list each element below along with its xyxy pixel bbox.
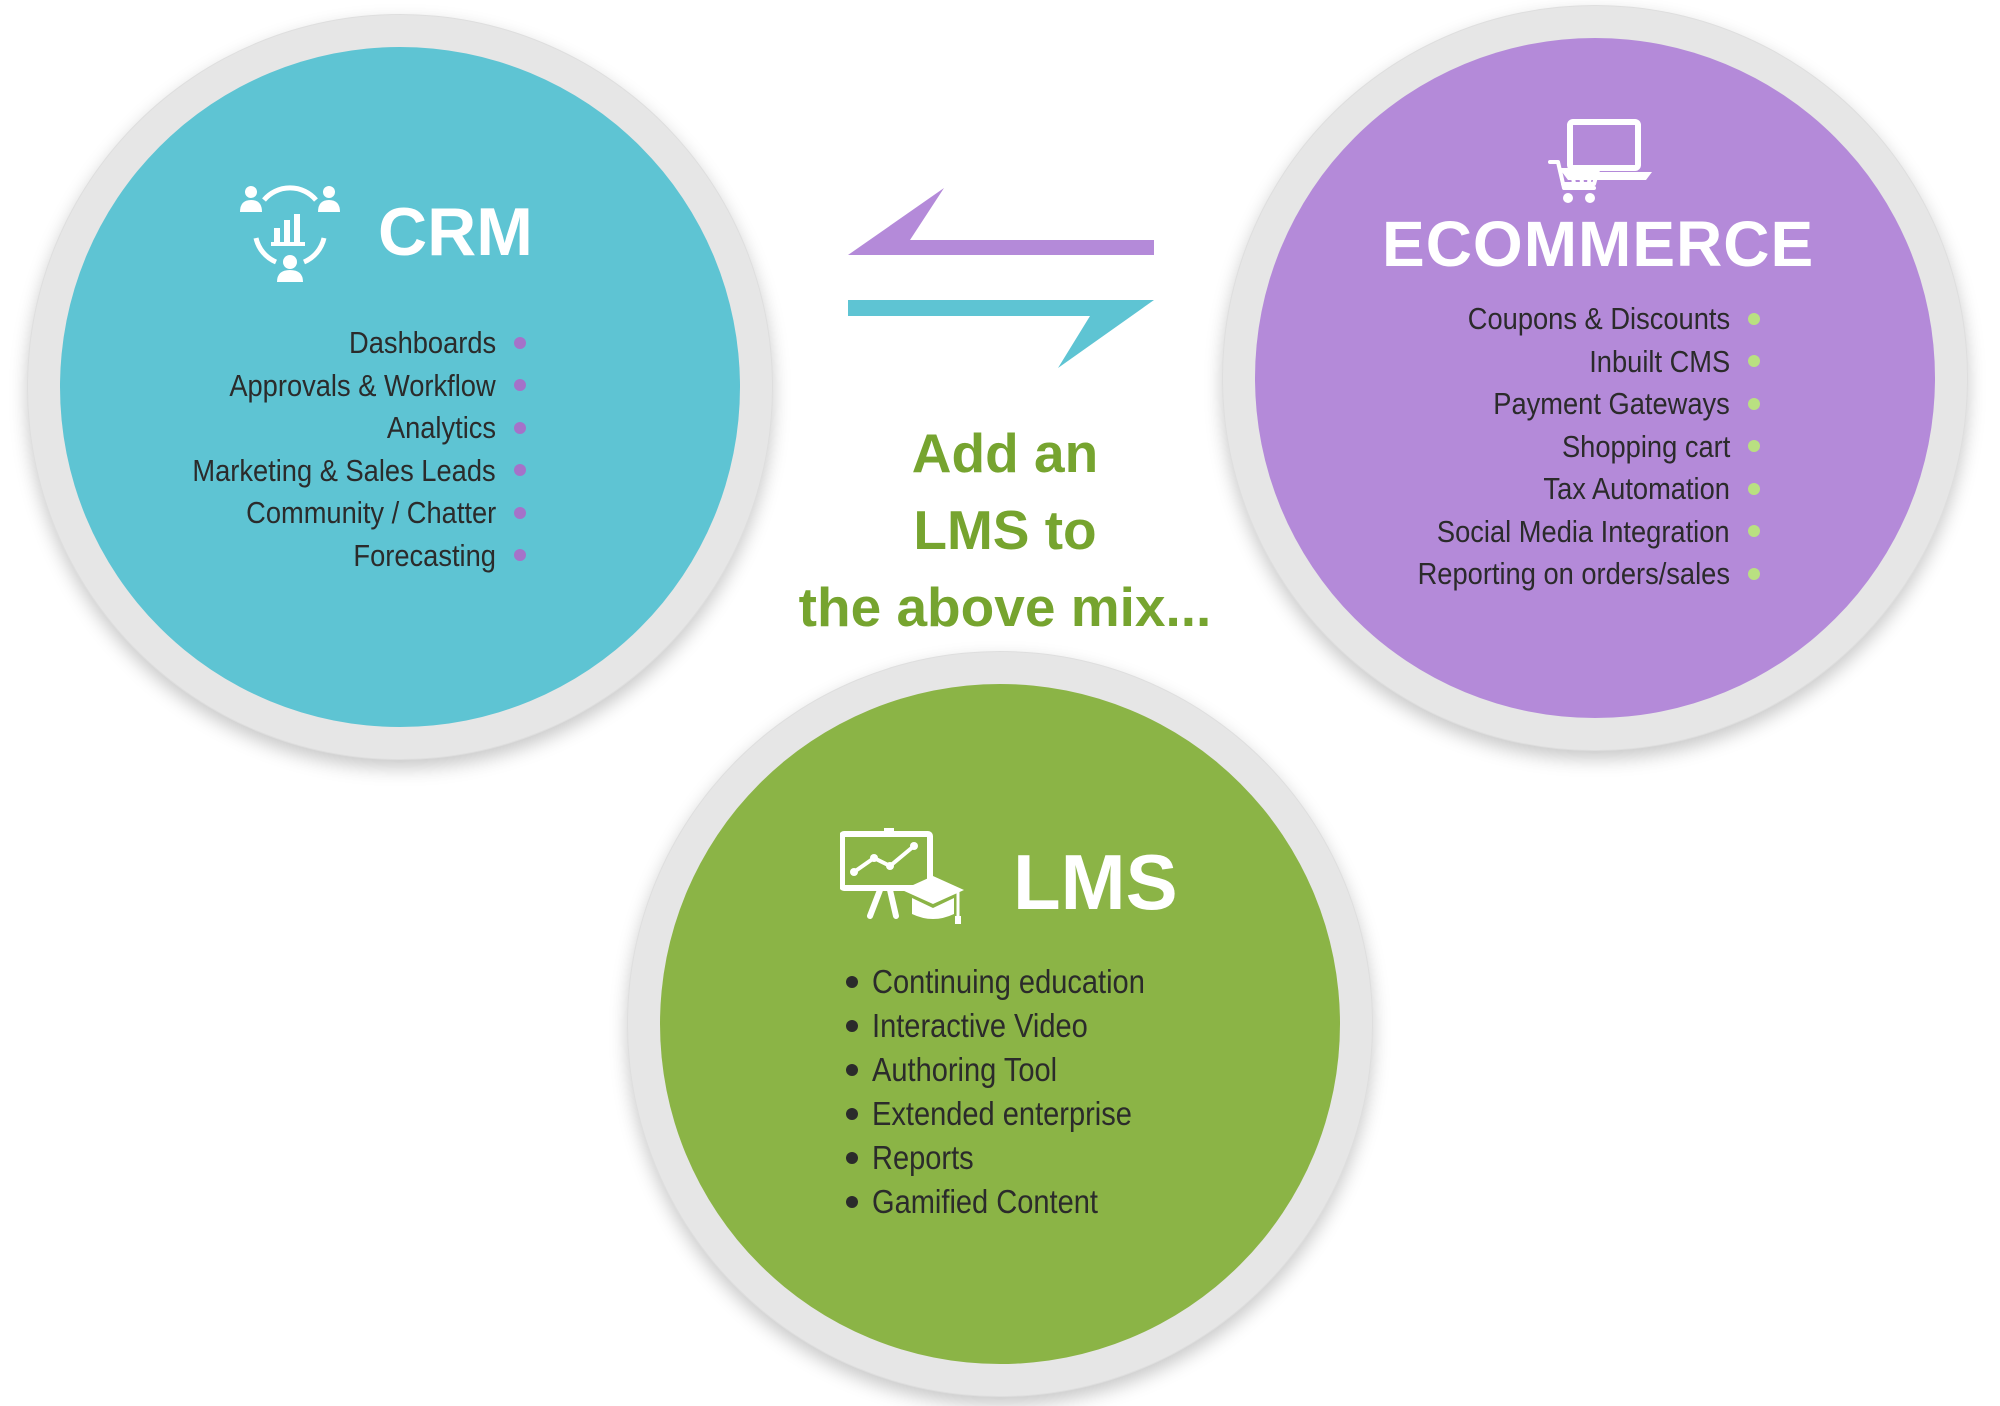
- list-item: Interactive Video: [846, 1004, 1182, 1048]
- ecommerce-title: ECOMMERCE: [1382, 208, 1815, 280]
- bullet-icon: [514, 549, 526, 562]
- list-item: Dashboards: [151, 322, 526, 365]
- lms-feature-list: Continuing education Interactive Video A…: [846, 960, 1182, 1224]
- list-item: Community / Chatter: [151, 492, 526, 535]
- bullet-icon: [514, 379, 526, 392]
- crm-title: CRM: [378, 194, 533, 270]
- list-item: Coupons & Discounts: [1375, 298, 1760, 341]
- list-item: Payment Gateways: [1375, 383, 1760, 426]
- list-item: Analytics: [151, 407, 526, 450]
- bullet-icon: [1748, 567, 1760, 580]
- bullet-icon: [1748, 397, 1760, 410]
- tagline-line: Add an: [911, 422, 1099, 484]
- crm-network-icon: [240, 185, 340, 282]
- bullet-icon: [846, 1196, 858, 1209]
- lms-circle: [660, 684, 1340, 1364]
- bullet-icon: [514, 336, 526, 349]
- crm-circle: [60, 47, 740, 727]
- tagline-line: the above mix...: [798, 576, 1212, 638]
- bullet-icon: [514, 506, 526, 519]
- bullet-icon: [846, 976, 858, 989]
- crm-feature-list: Dashboards Approvals & Workflow Analytic…: [151, 322, 526, 577]
- ecommerce-circle: [1255, 38, 1935, 718]
- list-item: Reports: [846, 1136, 1182, 1180]
- arrow-left: [848, 188, 1154, 255]
- presentation-graduation-icon: [840, 828, 964, 924]
- bullet-icon: [1748, 355, 1760, 368]
- laptop-cart-icon: [1548, 119, 1652, 203]
- list-item: Gamified Content: [846, 1180, 1182, 1224]
- exchange-arrows-icon: [848, 188, 1154, 368]
- ecommerce-feature-list: Coupons & Discounts Inbuilt CMS Payment …: [1375, 298, 1760, 596]
- list-item: Social Media Integration: [1375, 511, 1760, 554]
- bullet-icon: [1748, 440, 1760, 453]
- bullet-icon: [846, 1108, 858, 1121]
- bullet-icon: [846, 1064, 858, 1077]
- lms-title: LMS: [1013, 838, 1178, 926]
- tagline-line: LMS to: [913, 499, 1097, 561]
- bullet-icon: [514, 421, 526, 434]
- bullet-icon: [1748, 312, 1760, 325]
- bullet-icon: [846, 1152, 858, 1165]
- list-item: Tax Automation: [1375, 468, 1760, 511]
- list-item: Authoring Tool: [846, 1048, 1182, 1092]
- tagline: Add an LMS to the above mix...: [740, 415, 1270, 646]
- bullet-icon: [1748, 525, 1760, 538]
- list-item: Extended enterprise: [846, 1092, 1182, 1136]
- list-item: Continuing education: [846, 960, 1182, 1004]
- list-item: Approvals & Workflow: [151, 365, 526, 408]
- bullet-icon: [1748, 482, 1760, 495]
- list-item: Shopping cart: [1375, 426, 1760, 469]
- bullet-icon: [846, 1020, 858, 1033]
- bullet-icon: [514, 464, 526, 477]
- list-item: Forecasting: [151, 535, 526, 578]
- list-item: Inbuilt CMS: [1375, 341, 1760, 384]
- arrow-right: [848, 300, 1154, 368]
- list-item: Marketing & Sales Leads: [151, 450, 526, 493]
- list-item: Reporting on orders/sales: [1375, 553, 1760, 596]
